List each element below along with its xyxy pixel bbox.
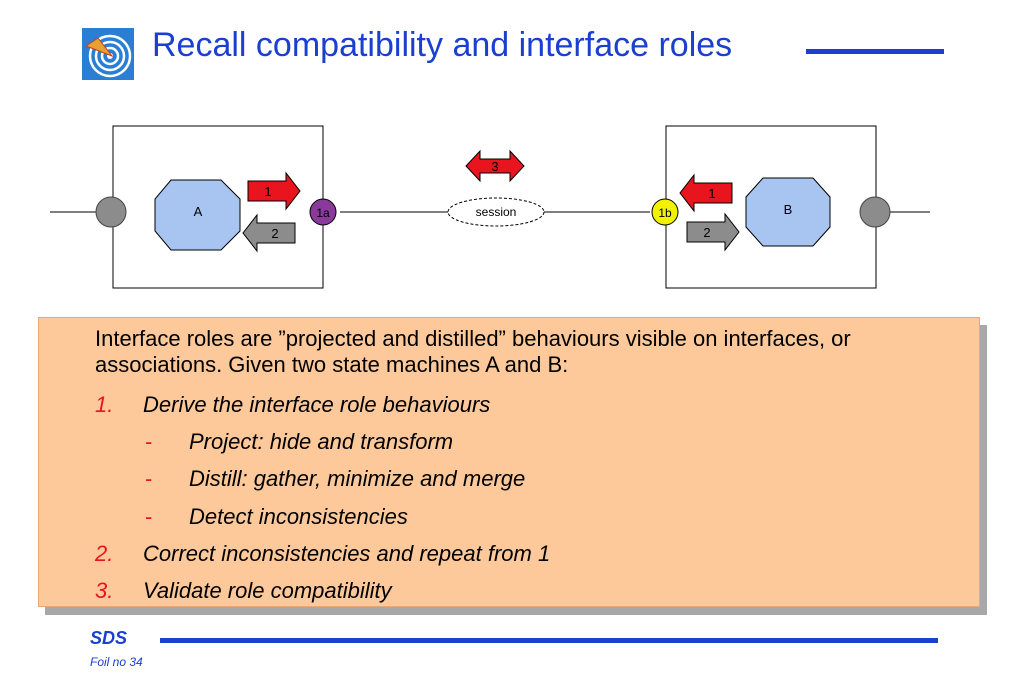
port-1a [309, 198, 337, 226]
state-b-label: B [784, 202, 793, 217]
list-item: 2. Correct inconsistencies and repeat fr… [39, 541, 939, 567]
list-item-text: Detect inconsistencies [189, 504, 408, 529]
footer-rule [160, 638, 938, 643]
list-number: 2. [95, 541, 114, 566]
port-1b-label: 1b [658, 206, 672, 220]
list-item-text: Derive the interface role behaviours [143, 392, 491, 417]
session-label: session [476, 205, 517, 219]
footer-org: SDS [90, 628, 128, 648]
list-dash: - [145, 504, 153, 529]
list-item: 3. Validate role compatibility [39, 578, 939, 604]
arrow-a-in-label: 2 [271, 226, 278, 241]
footer-foil-number: Foil no 34 [90, 655, 143, 669]
arrow-b-out [686, 212, 740, 252]
arrow-a-out [247, 171, 301, 211]
arrow-b-out-label: 2 [703, 225, 710, 240]
list-item: 1. Derive the interface role behaviours [39, 392, 939, 418]
port-b-external [859, 196, 891, 228]
port-1b [651, 198, 679, 226]
arrow-session-label: 3 [491, 159, 498, 174]
state-a-label: A [194, 204, 203, 219]
content-box: Interface roles are ”projected and disti… [38, 317, 980, 607]
list-item-text: Validate role compatibility [143, 578, 392, 603]
list-number: 1. [95, 392, 114, 417]
list-dash: - [145, 429, 153, 454]
arrow-session [465, 149, 525, 183]
arrow-a-out-label: 1 [264, 184, 271, 199]
list-item: - Detect inconsistencies [39, 504, 939, 530]
list-item-text: Distill: gather, minimize and merge [189, 466, 526, 491]
state-b-octagon [745, 177, 831, 247]
list-item-text: Project: hide and transform [189, 429, 454, 454]
port-a-external [95, 196, 127, 228]
session-ellipse [447, 197, 545, 227]
intro-text: Interface roles are ”projected and disti… [95, 326, 851, 377]
list-dash: - [145, 466, 153, 491]
arrow-b-in [679, 173, 733, 213]
arrow-b-in-label: 1 [708, 186, 715, 201]
logo-icon [82, 28, 134, 80]
arrow-a-in [242, 213, 296, 253]
list-item: - Project: hide and transform [39, 429, 939, 455]
title-rule [806, 49, 944, 54]
state-a-octagon [154, 179, 241, 251]
list-item-text: Correct inconsistencies and repeat from … [143, 541, 551, 566]
page-title: Recall compatibility and interface roles [152, 26, 733, 64]
interface-role-diagram: A B 1 2 1a session 3 1b 1 2 [50, 125, 930, 289]
list-item: - Distill: gather, minimize and merge [39, 466, 939, 492]
list-number: 3. [95, 578, 114, 603]
port-1a-label: 1a [316, 206, 330, 220]
